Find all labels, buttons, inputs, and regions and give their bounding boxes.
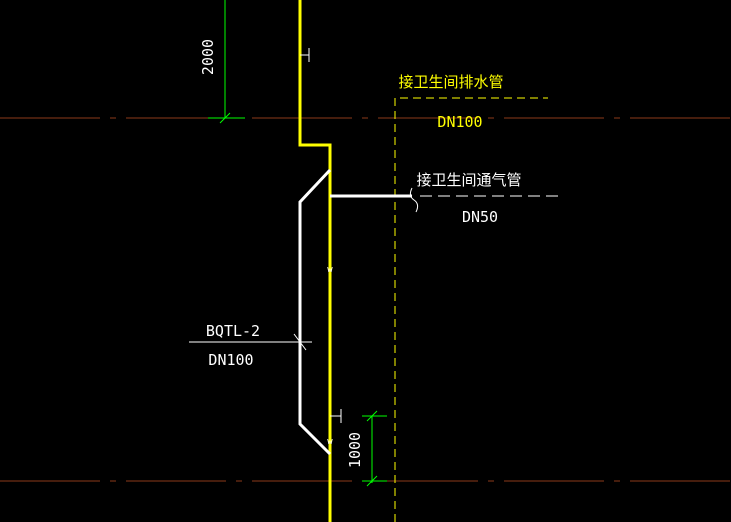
- riser-marker-bottom: [330, 409, 342, 423]
- dimension-bottom: [362, 410, 387, 487]
- pipe-marker-lower: w: [327, 437, 333, 447]
- vent-pipe-size: DN50: [462, 208, 498, 226]
- bathroom-drain-pipe: [394, 97, 548, 522]
- bypass-leader: [189, 333, 312, 351]
- riser-marker-top: [300, 48, 310, 62]
- dimension-top: [208, 0, 245, 124]
- pipe-marker-upper: w: [327, 265, 333, 275]
- bypass-pipe-size: DN100: [208, 351, 253, 369]
- vent-pipe-label: 接卫生间通气管: [416, 171, 521, 189]
- drain-pipe-label: 接卫生间排水管: [398, 73, 503, 91]
- vent-pipe: [330, 187, 558, 213]
- floor-lines: [0, 117, 731, 482]
- drain-pipe-size: DN100: [437, 113, 482, 131]
- main-riser-pipe: [298, 0, 332, 522]
- dimension-bottom-label: 1000: [346, 432, 364, 468]
- dimension-top-label: 2000: [199, 39, 217, 75]
- bypass-pipe-label: BQTL-2: [206, 322, 260, 340]
- bypass-pipe: [298, 168, 332, 456]
